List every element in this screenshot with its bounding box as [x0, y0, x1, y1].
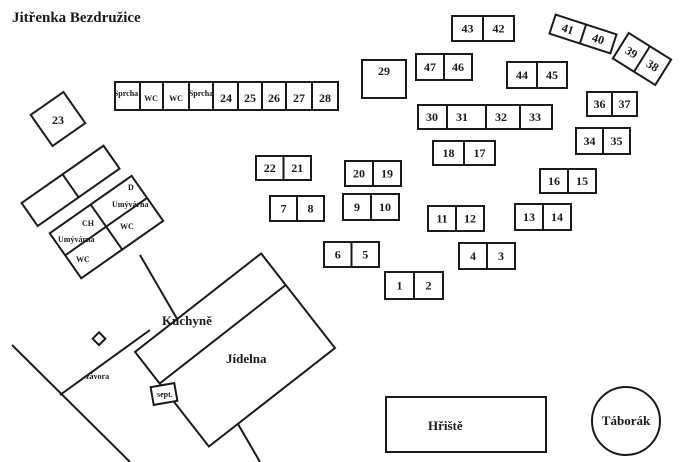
cabin-number: 45: [546, 68, 558, 82]
svg-text:28: 28: [319, 91, 331, 105]
cabin-pair[interactable]: 9 10: [342, 193, 400, 221]
cabin-number: 5: [362, 248, 368, 262]
cabin-pair[interactable]: 34 35: [575, 127, 631, 155]
cabin-pair[interactable]: 30 31 32 33: [417, 104, 553, 130]
cabin-number: 47: [424, 60, 436, 74]
svg-text:27: 27: [293, 91, 305, 105]
cabin-number: 44: [516, 68, 528, 82]
cabin-number: 42: [493, 22, 505, 36]
cabin-number: 4: [470, 249, 476, 263]
septic-tank: [149, 381, 179, 407]
svg-text:26: 26: [268, 91, 280, 105]
cabin-number: 21: [291, 161, 303, 175]
cabin-number: 6: [335, 248, 341, 262]
svg-text:25: 25: [244, 91, 256, 105]
cabin-number: 7: [281, 202, 287, 216]
cabin-pair[interactable]: 43 42: [451, 15, 515, 42]
washroom-label-2: Umývárna: [58, 235, 94, 244]
cabin-number: 35: [611, 134, 623, 148]
kitchen-label: Kuchyně: [162, 313, 212, 328]
cabin-number: 34: [584, 134, 596, 148]
cabin-number: 9: [354, 200, 360, 214]
building-23[interactable]: 23: [29, 90, 87, 148]
svg-text:WC: WC: [144, 94, 158, 103]
cabin-number: 3: [498, 249, 504, 263]
cabin-number: 22: [264, 161, 276, 175]
wc-label-2: WC: [76, 255, 90, 264]
cabin-number: 16: [548, 174, 560, 188]
cabin-pair[interactable]: 47 46: [415, 53, 473, 81]
washroom-d-label: D: [128, 183, 134, 192]
washroom-ch-label: CH: [82, 219, 95, 228]
cabin-pair[interactable]: 41 40: [548, 13, 618, 55]
campfire[interactable]: Táborák: [591, 386, 661, 456]
cabin-number: 41: [560, 21, 576, 38]
wc-label-1: WC: [120, 222, 134, 231]
cabin-number: 36: [594, 97, 606, 111]
svg-text:24: 24: [220, 91, 232, 105]
svg-text:Sprcha: Sprcha: [114, 89, 138, 98]
map-title: Jitřenka Bezdružice: [12, 10, 141, 26]
cabin-pair[interactable]: 36 37: [586, 91, 638, 117]
cabin-number: 2: [426, 279, 432, 293]
cabin-number: 15: [576, 174, 588, 188]
svg-text:WC: WC: [169, 94, 183, 103]
playground[interactable]: Hřiště: [385, 396, 547, 453]
row-strip-building[interactable]: Sprcha WC WC Sprcha 24 25 26 27 28: [114, 81, 339, 111]
cabin-number: 12: [464, 212, 476, 226]
svg-text:Táborák: Táborák: [602, 413, 651, 428]
svg-text:Sprcha: Sprcha: [189, 89, 213, 98]
cabin-number: 18: [443, 146, 455, 160]
svg-text:sept.: sept.: [157, 390, 173, 399]
cabin-number: 43: [462, 22, 474, 36]
cabin-number: 10: [379, 200, 391, 214]
cabin-number: 11: [436, 212, 447, 226]
cabin-number: 37: [619, 97, 631, 111]
marker-square: [91, 330, 107, 347]
cabin-number: 31: [456, 110, 468, 124]
cabin-number: 13: [523, 210, 535, 224]
cabin-number: 8: [308, 202, 314, 216]
cabin-number: 14: [551, 210, 563, 224]
kitchen-dining-building[interactable]: [133, 252, 337, 448]
cabin-number: 40: [590, 30, 606, 47]
cabin-number: 20: [353, 167, 365, 181]
dining-label: Jídelna: [226, 351, 267, 366]
cabin-number: 46: [452, 60, 464, 74]
cabin-pair[interactable]: 13 14: [514, 203, 572, 231]
building-left-long[interactable]: [20, 144, 121, 228]
cabin-pair[interactable]: 22 21: [255, 155, 312, 181]
cabin-number: 19: [381, 167, 393, 181]
cabin-number: 33: [529, 110, 541, 124]
cabin-number: 1: [397, 279, 403, 293]
barrier-label: závora: [86, 372, 109, 381]
washroom-building[interactable]: [48, 174, 165, 280]
building-29[interactable]: 29: [361, 59, 407, 99]
svg-text:23: 23: [52, 113, 64, 127]
svg-text:Hřiště: Hřiště: [428, 418, 463, 433]
cabin-number: 32: [495, 110, 507, 124]
cabin-number: 17: [474, 146, 486, 160]
cabin-number: 30: [426, 110, 438, 124]
svg-text:29: 29: [378, 64, 390, 78]
washroom-label-1: Umývárna: [112, 200, 148, 209]
cabin-pair[interactable]: 44 45: [506, 61, 568, 89]
cabin-pair[interactable]: 11 12: [427, 205, 485, 232]
